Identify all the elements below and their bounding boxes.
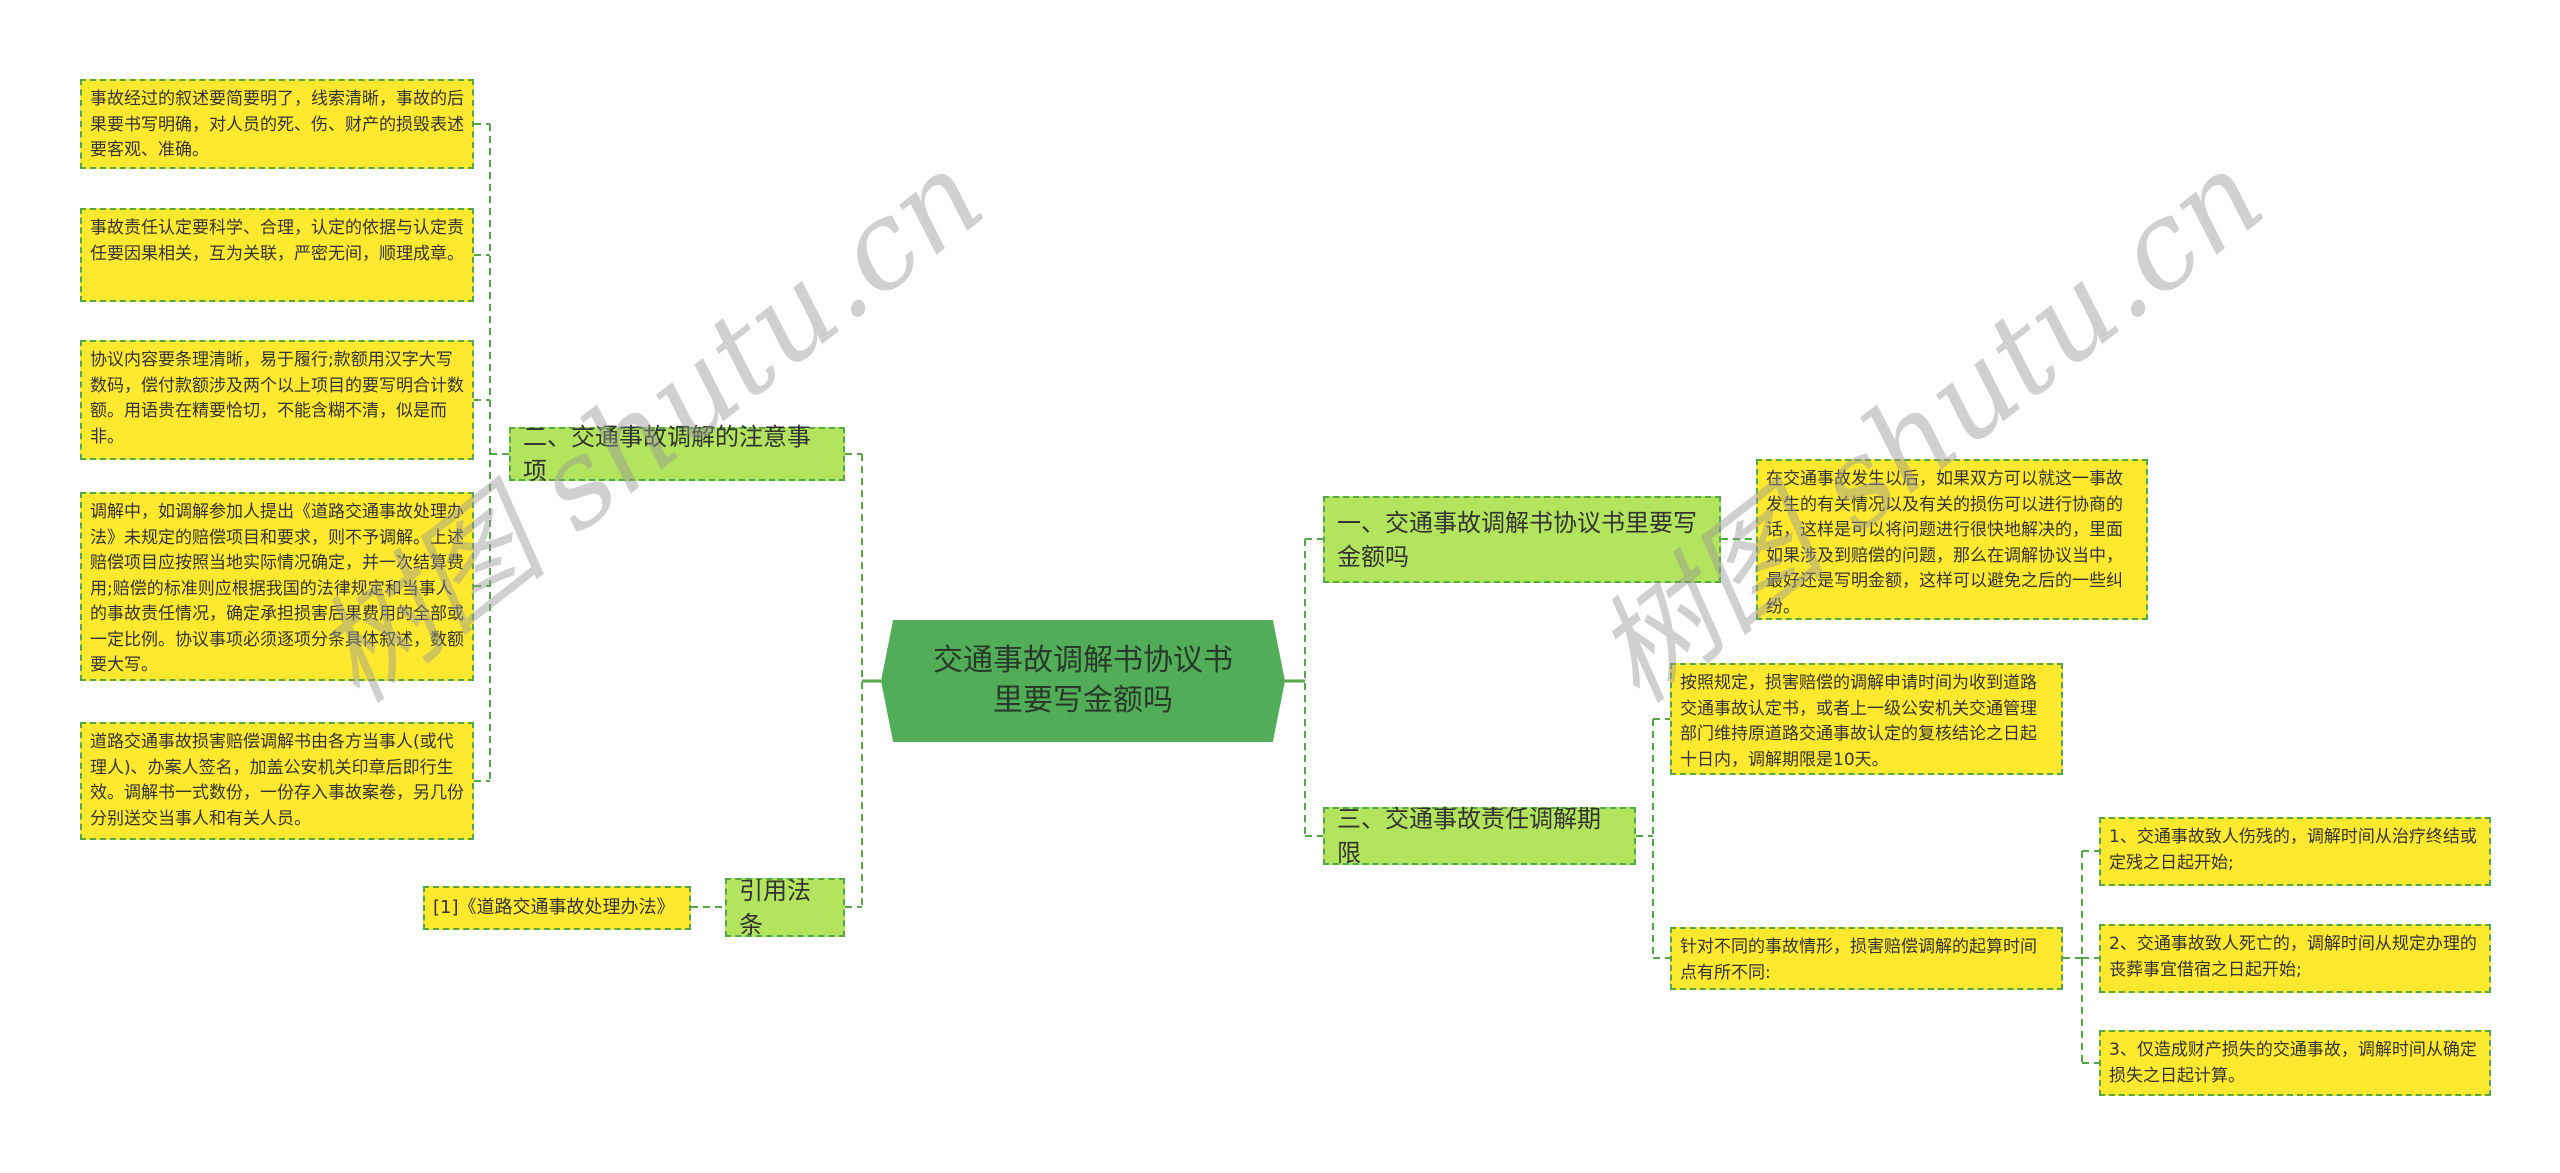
note-leaf-text: 事故责任认定要科学、合理，认定的依据与认定责任要因果相关，互为关联，严密无间，顺… — [90, 218, 464, 264]
case-item-property[interactable]: 3、仅造成财产损失的交通事故，调解时间从确定损失之日起计算。 — [2099, 1030, 2491, 1096]
case-item-death[interactable]: 2、交通事故致人死亡的，调解时间从规定办理的丧葬事宜借宿之日起开始; — [2099, 924, 2491, 993]
citation-leaf[interactable]: [1]《道路交通事故处理办法》 — [423, 886, 691, 930]
amount-leaf[interactable]: 在交通事故发生以后，如果双方可以就这一事故发生的有关情况以及有关的损伤可以进行协… — [1756, 459, 2148, 620]
note-leaf-4[interactable]: 调解中，如调解参加人提出《道路交通事故处理办法》未规定的赔偿项目和要求，则不予调… — [80, 492, 474, 681]
case-item-text: 2、交通事故致人死亡的，调解时间从规定办理的丧葬事宜借宿之日起开始; — [2109, 934, 2477, 980]
amount-leaf-text: 在交通事故发生以后，如果双方可以就这一事故发生的有关情况以及有关的损伤可以进行协… — [1766, 469, 2123, 617]
note-leaf-5[interactable]: 道路交通事故损害赔偿调解书由各方当事人(或代理人)、办案人签名，加盖公安机关印章… — [80, 722, 474, 840]
note-leaf-1[interactable]: 事故经过的叙述要简要明了，线索清晰，事故的后果要书写明确，对人员的死、伤、财产的… — [80, 79, 474, 169]
deadline-leaf-text: 针对不同的事故情形，损害赔偿调解的起算时间点有所不同: — [1680, 937, 2037, 983]
branch-label: 二、交通事故调解的注意事项 — [523, 423, 811, 485]
deadline-leaf-rule[interactable]: 按照规定，损害赔偿的调解申请时间为收到道路交通事故认定书，或者上一级公安机关交通… — [1670, 663, 2063, 775]
root-label: 交通事故调解书协议书里要写金额吗 — [933, 643, 1233, 718]
branch-notes[interactable]: 二、交通事故调解的注意事项 — [509, 423, 845, 485]
deadline-leaf-text: 按照规定，损害赔偿的调解申请时间为收到道路交通事故认定书，或者上一级公安机关交通… — [1680, 673, 2037, 770]
note-leaf-text: 调解中，如调解参加人提出《道路交通事故处理办法》未规定的赔偿项目和要求，则不予调… — [90, 502, 464, 675]
note-leaf-3[interactable]: 协议内容要条理清晰，易于履行;款额用汉字大写数码，偿付款额涉及两个以上项目的要写… — [80, 340, 474, 460]
deadline-leaf-cases[interactable]: 针对不同的事故情形，损害赔偿调解的起算时间点有所不同: — [1670, 927, 2063, 990]
note-leaf-text: 道路交通事故损害赔偿调解书由各方当事人(或代理人)、办案人签名，加盖公安机关印章… — [90, 732, 464, 829]
branch-label: 一、交通事故调解书协议书里要写金额吗 — [1337, 508, 1697, 571]
note-leaf-text: 协议内容要条理清晰，易于履行;款额用汉字大写数码，偿付款额涉及两个以上项目的要写… — [90, 350, 464, 447]
case-item-text: 1、交通事故致人伤残的，调解时间从治疗终结或定残之日起开始; — [2109, 827, 2477, 873]
branch-citations[interactable]: 引用法条 — [725, 877, 845, 939]
branch-label: 引用法条 — [739, 876, 811, 939]
root-topic[interactable]: 交通事故调解书协议书里要写金额吗 — [881, 620, 1285, 742]
branch-amount[interactable]: 一、交通事故调解书协议书里要写金额吗 — [1323, 496, 1721, 583]
note-leaf-2[interactable]: 事故责任认定要科学、合理，认定的依据与认定责任要因果相关，互为关联，严密无间，顺… — [80, 208, 474, 302]
branch-deadline[interactable]: 三、交通事故责任调解期限 — [1323, 805, 1636, 867]
branch-label: 三、交通事故责任调解期限 — [1337, 805, 1601, 867]
citation-text: [1]《道路交通事故处理办法》 — [433, 897, 675, 919]
case-item-text: 3、仅造成财产损失的交通事故，调解时间从确定损失之日起计算。 — [2109, 1040, 2477, 1086]
case-item-injury[interactable]: 1、交通事故致人伤残的，调解时间从治疗终结或定残之日起开始; — [2099, 817, 2491, 886]
note-leaf-text: 事故经过的叙述要简要明了，线索清晰，事故的后果要书写明确，对人员的死、伤、财产的… — [90, 89, 464, 160]
